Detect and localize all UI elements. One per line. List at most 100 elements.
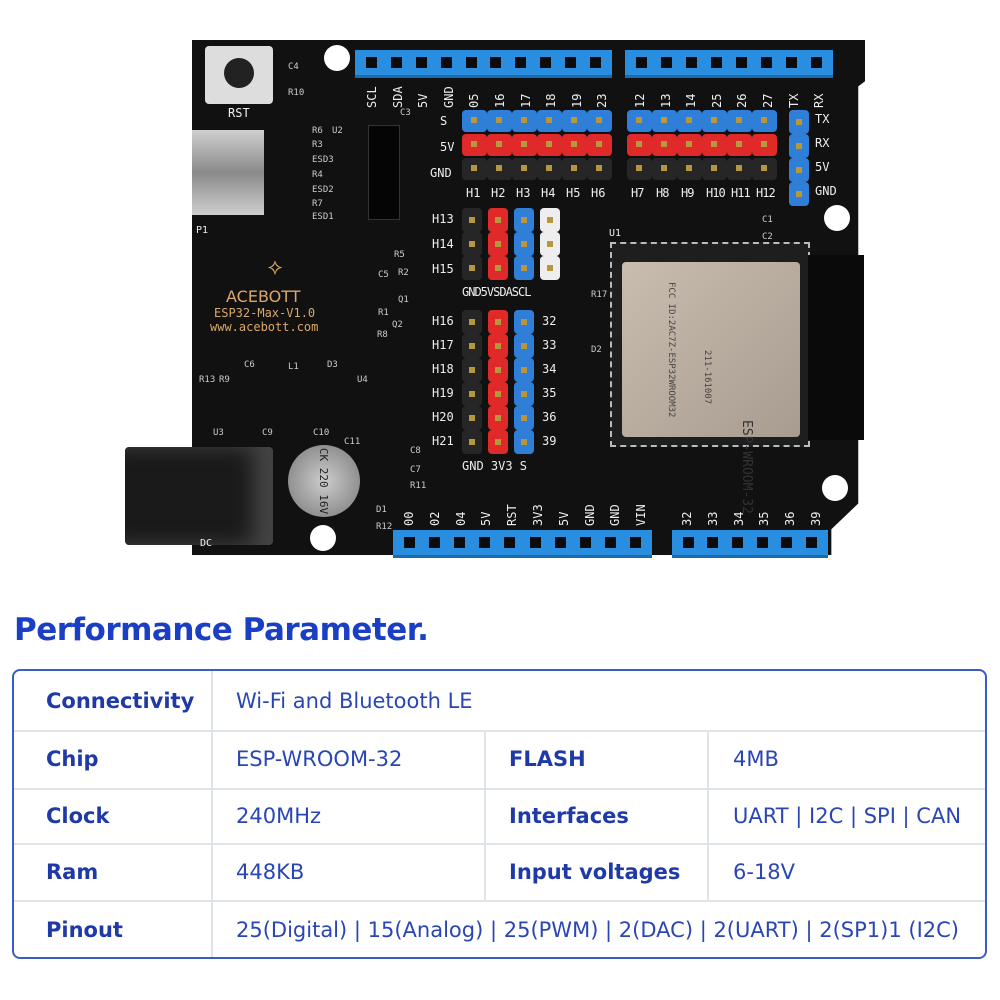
pin-socket [390, 57, 402, 68]
pin-label: 14 [684, 93, 699, 108]
header-pin [789, 110, 809, 134]
pin-label: 05 [467, 93, 482, 108]
signal-pin-row [627, 110, 777, 132]
header-group-label: H12 [756, 186, 776, 200]
i2c-pin-column [514, 208, 534, 280]
pin-socket [554, 537, 566, 548]
header-pin [488, 358, 508, 382]
header-group-label: H8 [656, 186, 669, 200]
pin-label: 35 [757, 511, 772, 526]
pin-label: RX [812, 93, 827, 108]
header-pin [587, 158, 612, 180]
component-label: ESD1 [312, 212, 334, 222]
header-pin [677, 158, 702, 180]
pin-label: SCL [365, 86, 379, 108]
capacitor-label: CK 220 16V [317, 447, 331, 515]
header-group-label: H11 [731, 186, 751, 200]
header-pin [488, 382, 508, 406]
signal-pin-row [462, 110, 612, 132]
connectivity-label: Connectivity [46, 688, 195, 713]
header-pin [652, 134, 677, 156]
pin-label: 17 [518, 93, 533, 108]
ground-pin-row [627, 158, 777, 180]
header-pin [514, 430, 534, 454]
board-model: ESP32-Max-V1.0 [214, 306, 316, 320]
header-group-label: H10 [706, 186, 726, 200]
pin-socket [490, 57, 502, 68]
analog-row-label: H20 [432, 410, 454, 424]
header-pin [462, 232, 482, 256]
analog-pin-label: 35 [542, 386, 557, 400]
header-group-label: H4 [541, 186, 556, 200]
uart-label: 5V [815, 160, 830, 174]
analog-row-label: H18 [432, 362, 454, 376]
pin-label: TX [786, 93, 801, 108]
component-label: D2 [591, 345, 602, 355]
i2c-row-label: H15 [432, 262, 454, 276]
pin-socket [415, 57, 427, 68]
pin-label: 13 [658, 93, 673, 108]
pin-socket [440, 57, 452, 68]
i2c-pin-column [540, 208, 560, 280]
reset-button [205, 46, 273, 104]
pin-socket [465, 57, 477, 68]
i2c-column-labels: GND5VSDASCL [462, 285, 531, 299]
header-pin [587, 134, 612, 156]
header-pin [488, 208, 508, 232]
pin-label: 00 [402, 511, 416, 526]
rst-label: RST [228, 106, 250, 120]
pin-socket [781, 537, 793, 548]
pin-label: 19 [569, 93, 584, 108]
module-antenna [808, 255, 864, 440]
pinout-value: 25(Digital) | 15(Analog) | 25(PWM) | 2(D… [236, 917, 959, 942]
header-pin [512, 110, 537, 132]
header-pin [462, 208, 482, 232]
header-group-label: H9 [681, 186, 694, 200]
component-label: R17 [591, 290, 608, 300]
analog-pin-column [462, 310, 482, 454]
component-label: C5 [378, 270, 389, 280]
component-label: C3 [400, 108, 411, 118]
module-shield [622, 262, 800, 437]
uart-label: GND [815, 184, 837, 198]
top-left-header [355, 50, 612, 78]
component-label: R1 [378, 308, 389, 318]
electrolytic-capacitor: CK 220 16V [288, 445, 360, 517]
pin-label: 27 [761, 93, 775, 108]
pin-label: 02 [427, 511, 442, 526]
dc-label: DC [200, 538, 213, 549]
ground-pin-row [462, 158, 612, 180]
pin-socket [504, 537, 516, 548]
header-pin [727, 158, 752, 180]
power-pin-row [462, 134, 612, 156]
header-pin [514, 256, 534, 280]
header-pin [702, 110, 727, 132]
module-name: ESP-WROOM-32 [739, 420, 754, 514]
header-pin [587, 110, 612, 132]
analog-pin-label: 36 [542, 410, 557, 424]
pinout-label: Pinout [46, 917, 123, 942]
row-label: 5V [440, 140, 455, 154]
header-pin [677, 134, 702, 156]
component-label: R4 [312, 170, 323, 180]
module-id: 211-161007 [702, 350, 712, 405]
bottom-right-header [672, 530, 828, 558]
connectivity-value: Wi-Fi and Bluetooth LE [236, 688, 473, 713]
header-pin [514, 310, 534, 334]
pin-label: 18 [544, 93, 559, 108]
component-label: D3 [327, 360, 338, 370]
component-label: R11 [410, 481, 427, 491]
header-pin [537, 158, 562, 180]
header-pin [562, 134, 587, 156]
pin-socket [661, 57, 672, 68]
pin-label: SDA [390, 86, 405, 108]
header-pin [462, 256, 482, 280]
flash-label: FLASH [509, 747, 586, 771]
pin-label: 16 [493, 93, 507, 108]
chip-u2 [368, 125, 400, 220]
analog-row-label: H21 [432, 434, 454, 448]
header-pin [462, 358, 482, 382]
component-label: C8 [410, 446, 421, 456]
pin-socket [404, 537, 416, 548]
header-group-label: H7 [631, 186, 644, 200]
